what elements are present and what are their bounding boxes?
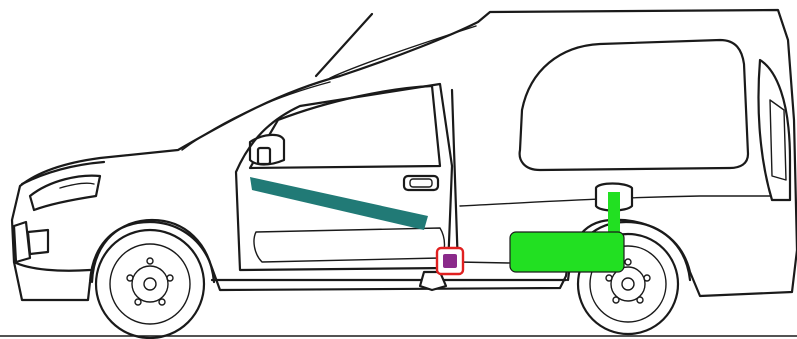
hood-line xyxy=(20,160,106,186)
sliding-door-rail xyxy=(459,195,771,207)
front-bumper xyxy=(12,260,92,272)
tail-light xyxy=(769,99,787,181)
rear-pillar xyxy=(757,58,792,202)
roof-line xyxy=(329,25,477,79)
highlighted-components xyxy=(250,177,625,276)
fog-light xyxy=(26,228,50,256)
grille xyxy=(12,220,32,264)
mirror-base xyxy=(256,146,272,166)
a-pillar-line xyxy=(181,81,331,151)
door-bar xyxy=(250,177,428,230)
fuel-tank xyxy=(509,231,625,273)
front-door-outline xyxy=(234,82,454,272)
rear-side-window xyxy=(518,38,750,172)
front-wheel xyxy=(94,228,206,339)
fuel-filler-marker xyxy=(443,254,457,268)
sliding-door-line xyxy=(450,88,460,270)
front-wheel-arch xyxy=(90,218,216,284)
door-handle xyxy=(402,174,440,192)
antenna xyxy=(314,12,374,78)
headlight xyxy=(28,174,102,212)
headlight-inner xyxy=(59,182,95,189)
door-handle-inset xyxy=(409,178,433,188)
fuel-filler-pipe xyxy=(608,192,620,236)
